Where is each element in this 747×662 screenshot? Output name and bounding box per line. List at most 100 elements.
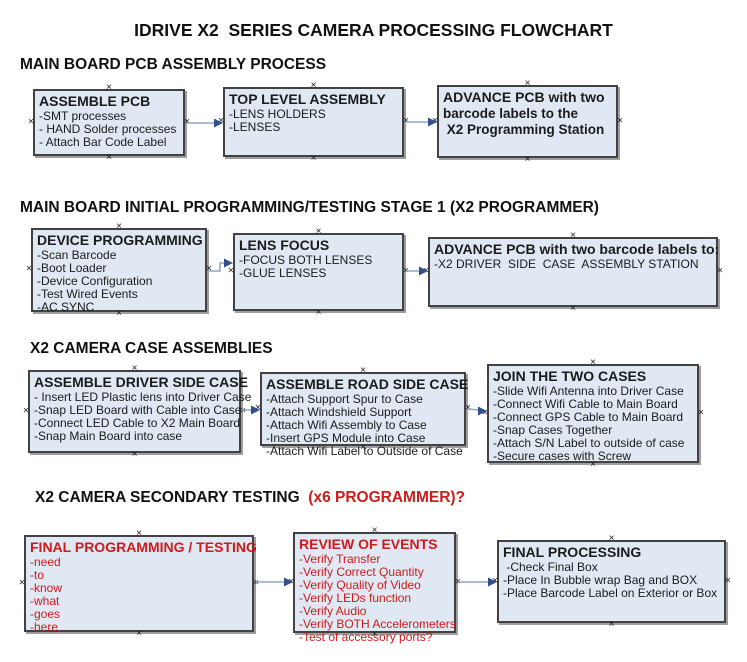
connection-point-icon: × <box>482 407 488 418</box>
box-title: ASSEMBLE ROAD SIDE CASE <box>266 376 469 392</box>
box-item: -Connect GPS Cable to Main Board <box>493 410 684 424</box>
connection-point-icon: × <box>131 363 138 374</box>
connection-point-icon: × <box>253 577 259 588</box>
flow-box-advance-pcb-driver-side: ADVANCE PCB with two barcode labels to: … <box>423 231 723 314</box>
connection-point-icon: × <box>23 405 29 416</box>
connection-point-icon: × <box>315 226 322 237</box>
box-item: - Insert LED Plastic lens into Driver Ca… <box>34 390 252 404</box>
connection-point-icon: × <box>106 82 112 93</box>
box-item: -Attach S/N Label to outside of case <box>493 436 685 450</box>
flow-box-final-processing: FINAL PROCESSING -Check Final Box -Place… <box>492 534 731 630</box>
section-heading-secondary-testing-red: (x6 PROGRAMMER)? <box>308 489 466 506</box>
connection-point-icon: × <box>116 221 122 232</box>
connection-point-icon: × <box>403 265 409 277</box>
flow-box-device-programming: DEVICE PROGRAMMING -Scan Barcode -Boot L… <box>26 222 212 319</box>
connection-point-icon: × <box>403 115 409 127</box>
box-title: FINAL PROCESSING <box>503 544 642 560</box>
section-heading-secondary-testing-black: X2 CAMERA SECONDARY TESTING <box>35 489 309 506</box>
box-item: -Attach Support Spur to Case <box>266 392 423 406</box>
box-item: -Slide Wifi Antenna into Driver Case <box>493 384 684 398</box>
box-item: -Snap Cases Together <box>493 423 613 437</box>
connection-point-icon: × <box>465 402 471 414</box>
section-heading-secondary-testing: X2 CAMERA SECONDARY TESTING (x6 PROGRAMM… <box>35 489 465 507</box>
connection-point-icon: × <box>570 303 576 314</box>
box-item: -FOCUS BOTH LENSES <box>239 253 373 267</box>
section-heading-pcb-assembly: MAIN BOARD PCB ASSEMBLY PROCESS <box>20 56 327 73</box>
connection-point-icon: × <box>240 405 246 416</box>
box-item: - HAND Solder processes <box>39 122 177 136</box>
connection-point-icon: × <box>432 115 438 126</box>
box-title: ADVANCE PCB with two barcode labels to: <box>434 241 720 257</box>
box-item: -Attach Wifi Label to Outside of Case <box>266 444 463 458</box>
box-item: -Place In Bubble wrap Bag and BOX <box>503 573 698 587</box>
connection-point-icon: × <box>315 307 322 318</box>
connection-point-icon: × <box>608 619 615 630</box>
flow-box-final-programming-testing: FINAL PROGRAMMING / TESTING -need -to -k… <box>19 529 259 639</box>
connection-point-icon: × <box>717 265 723 277</box>
box-item: -here <box>30 620 59 634</box>
connection-point-icon: × <box>310 153 317 164</box>
box-item: -Place Barcode Label on Exterior or Box <box>503 586 718 600</box>
box-item: -LENS HOLDERS <box>229 107 326 121</box>
box-item: barcode labels to the <box>443 106 579 121</box>
box-item: -need <box>30 555 61 569</box>
box-item: -Attach Wifi Assembly to Case <box>266 418 427 432</box>
box-item: -what <box>30 594 60 608</box>
connection-point-icon: × <box>570 230 576 241</box>
flow-box-assemble-pcb: ASSEMBLE PCB -SMT processes - HAND Solde… <box>28 83 190 163</box>
box-title: ASSEMBLE DRIVER SIDE CASE <box>34 374 248 390</box>
flow-box-top-level-assembly: TOP LEVEL ASSEMBLY -LENS HOLDERS -LENSES… <box>218 81 409 164</box>
box-title: REVIEW OF EVENTS <box>299 536 438 552</box>
connection-point-icon: × <box>455 576 461 587</box>
connection-point-icon: × <box>136 528 142 539</box>
box-item: -Connect Wifi Cable to Main Board <box>493 397 678 411</box>
connection-point-icon: × <box>617 115 623 126</box>
box-item: -Test of accessory ports? <box>299 630 433 644</box>
connection-point-icon: × <box>492 575 498 586</box>
box-item: -LENSES <box>229 120 281 134</box>
box-item: -Attach Windshield Support <box>266 405 412 419</box>
box-title: ADVANCE PCB with two <box>443 89 605 105</box>
box-item: - Attach Bar Code Label <box>39 135 167 149</box>
connection-point-icon: × <box>19 577 25 588</box>
box-item: -X2 DRIVER SIDE CASE ASSEMBLY STATION <box>434 257 699 271</box>
box-title: LENS FOCUS <box>239 237 330 253</box>
connection-point-icon: × <box>310 80 317 91</box>
section-heading-case-assemblies: X2 CAMERA CASE ASSEMBLIES <box>30 340 273 357</box>
section-heading-initial-programming: MAIN BOARD INITIAL PROGRAMMING/TESTING S… <box>20 199 599 216</box>
flow-box-assemble-road-side-case: ASSEMBLE ROAD SIDE CASE -Attach Support … <box>255 366 471 458</box>
box-item: -Secure cases with Screw <box>493 449 632 463</box>
box-item: -to <box>30 568 45 582</box>
connection-point-icon: × <box>524 154 531 165</box>
box-item: -Test Wired Events <box>37 287 138 301</box>
connection-point-icon: × <box>218 115 224 127</box>
page-title: IDRIVE X2 SERIES CAMERA PROCESSING FLOWC… <box>134 20 613 40</box>
connection-point-icon: × <box>228 265 234 277</box>
box-item: -Verify LEDs function <box>299 591 412 605</box>
connection-point-icon: × <box>206 263 212 275</box>
connection-point-icon: × <box>28 116 34 127</box>
box-item: X2 Programming Station <box>443 122 605 137</box>
connection-point-icon: × <box>698 407 704 418</box>
connection-point-icon: × <box>26 263 32 275</box>
box-item: -Check Final Box <box>503 560 598 574</box>
connection-point-icon: × <box>524 78 531 89</box>
box-item: -GLUE LENSES <box>239 266 327 280</box>
box-item: -goes <box>30 607 61 621</box>
box-item: -Verify Correct Quantity <box>299 565 424 579</box>
box-item: -AC SYNC <box>37 300 95 314</box>
flow-box-lens-focus: LENS FOCUS -FOCUS BOTH LENSES -GLUE LENS… <box>228 227 409 318</box>
connection-point-icon: × <box>131 449 138 460</box>
box-item: -know <box>30 581 63 595</box>
box-title: FINAL PROGRAMMING / TESTING <box>30 539 257 555</box>
connection-point-icon: × <box>106 152 112 163</box>
box-item: -Boot Loader <box>37 261 107 275</box>
connection-point-icon: × <box>590 357 596 368</box>
box-item: -SMT processes <box>39 109 127 123</box>
box-item: -Snap LED Board with Cable into Case <box>34 403 242 417</box>
flow-box-join-the-two-cases: JOIN THE TWO CASES -Slide Wifi Antenna i… <box>482 358 704 470</box>
connection-point-icon: × <box>184 116 190 127</box>
box-item: -Scan Barcode <box>37 248 117 262</box>
box-item: -Snap Main Board into case <box>34 429 183 443</box>
